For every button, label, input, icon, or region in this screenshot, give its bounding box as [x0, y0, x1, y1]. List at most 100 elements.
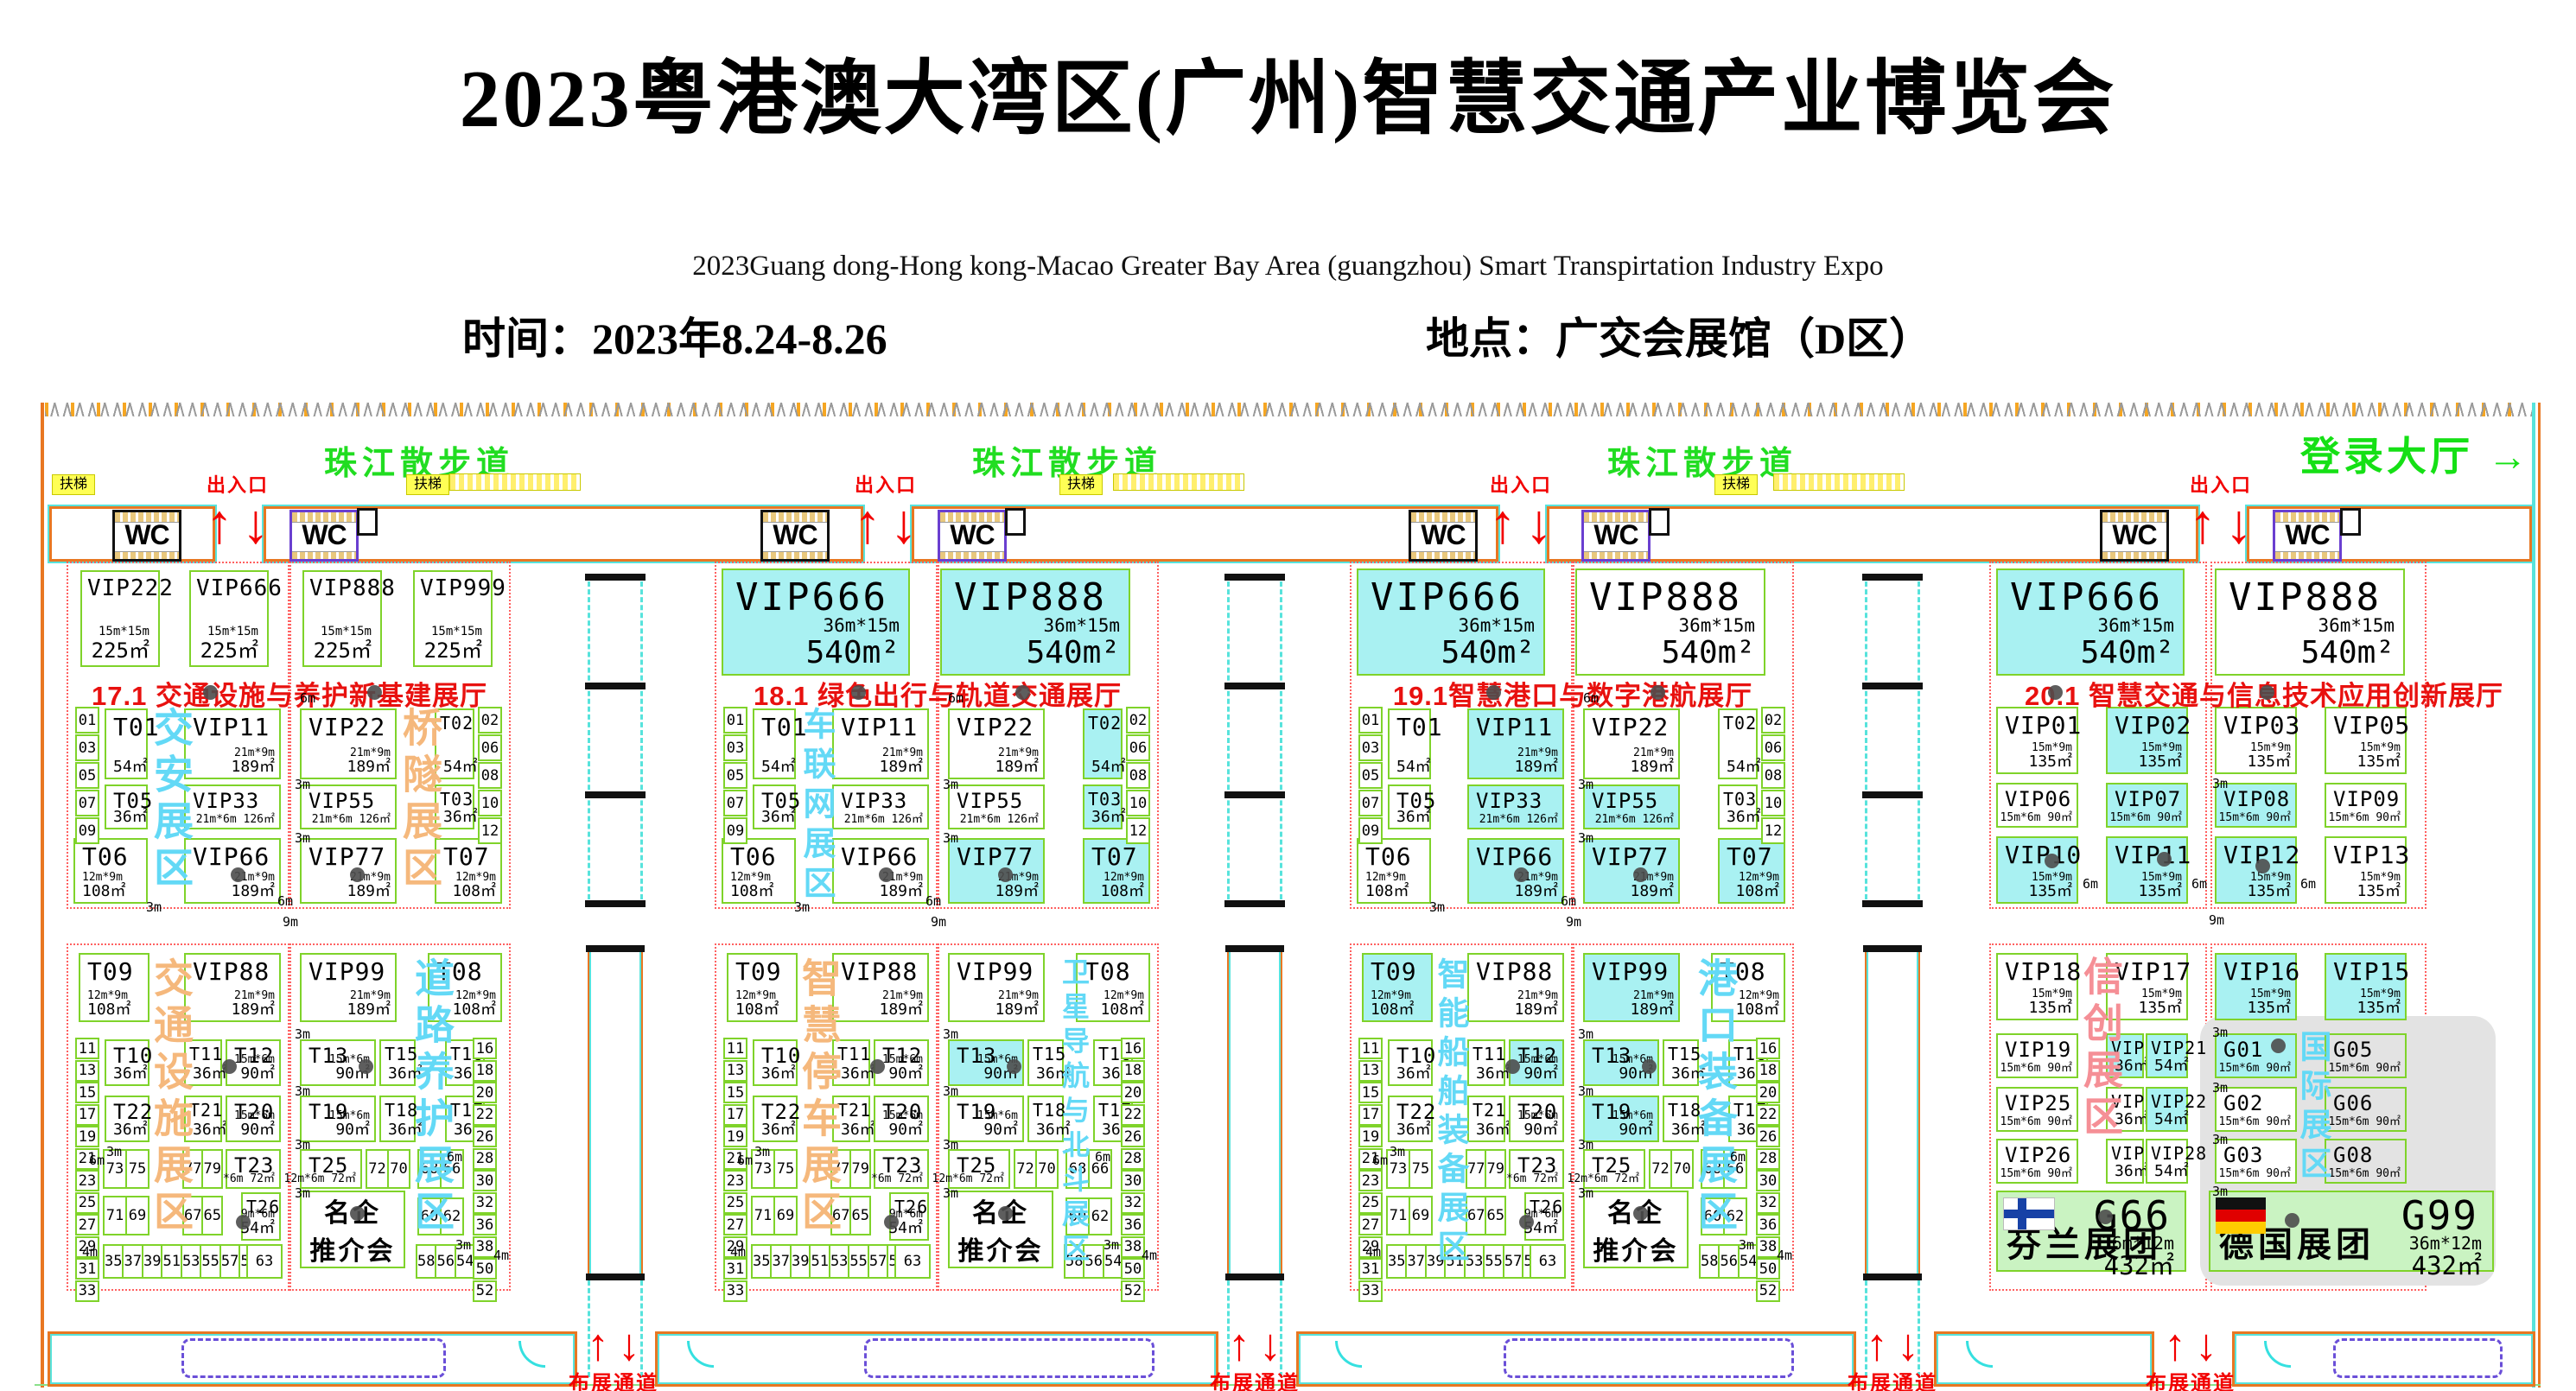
booth-meta: 15m*6m 90㎡: [2329, 812, 2401, 824]
booth-label: VIP33: [193, 789, 260, 813]
wc-label: WC: [2285, 519, 2330, 550]
booth-12: 12: [1126, 817, 1150, 844]
down-arrow-icon: ↓: [890, 492, 918, 555]
booth-label: VIP77: [957, 842, 1034, 871]
booth-62: 62: [440, 1197, 464, 1235]
booth-group-c63: 63: [246, 1244, 283, 1279]
booth-10: 10: [478, 790, 502, 816]
booth-dims-area: 15m*6m 90㎡: [2218, 811, 2291, 825]
booth-dims-area: 21m*6m 126㎡: [1479, 813, 1558, 827]
booth-meta: 21m*6m 126㎡: [960, 814, 1039, 826]
booth-meta: 15m*6m 90㎡: [2329, 1116, 2401, 1128]
booth-meta: 15m*6m 90㎡: [2000, 1168, 2072, 1180]
booth-label: T25: [957, 1153, 997, 1178]
booth-area: 189㎡: [879, 758, 923, 777]
wc-label: WC: [302, 519, 347, 550]
pillar: [1486, 685, 1501, 700]
down-arrow-icon: ↓: [1897, 1320, 1919, 1370]
booth-meta: 36㎡: [1396, 809, 1431, 826]
booth-dims: 15m*6m: [1517, 1053, 1558, 1067]
staging-area-2: [864, 1338, 1154, 1378]
entrance-arrows: ↑↓: [2173, 496, 2268, 551]
booth-area: 54㎡: [1396, 758, 1431, 777]
booth-meta: 36㎡: [193, 1065, 227, 1083]
left-wall: [41, 403, 44, 1388]
booth-30: 30: [1756, 1170, 1780, 1191]
dimension-label: 4m: [1777, 1248, 1793, 1263]
dimension-label: 3m: [455, 1237, 472, 1253]
stair-connector: [1862, 791, 1923, 798]
booth-label: VIP666: [735, 575, 888, 619]
up-arrow-icon: ↑: [1489, 492, 1517, 555]
booth-dims-area: 21m*6m 126㎡: [195, 813, 275, 827]
booth-meta: 36㎡: [2115, 1058, 2149, 1075]
booth-label: T11: [1472, 1044, 1507, 1064]
booth-60: 60: [1065, 1197, 1090, 1235]
booth-dims: 21m*9m: [234, 746, 275, 760]
booth-label: T08: [1084, 957, 1131, 986]
booth-dims-area: 15m*6m 90㎡: [2218, 1167, 2291, 1181]
booth-dims: 15m*6m: [977, 1109, 1018, 1123]
booth-area: 108㎡: [1365, 882, 1409, 901]
zone-label-bl: 交通设施展区: [149, 957, 194, 1237]
booth-area: 54㎡: [2154, 1110, 2189, 1129]
up-arrow-icon: ↑: [587, 1320, 609, 1370]
dimension-label: 3m: [2212, 1080, 2229, 1096]
booth-60: 60: [1701, 1197, 1725, 1235]
pillar: [231, 867, 245, 882]
booth-dims: 21m*9m: [1633, 989, 1674, 1003]
booth-75: 75: [125, 1149, 149, 1189]
dimension-label: 3m: [2212, 1025, 2229, 1040]
dimension-label: 3m: [1104, 1237, 1120, 1253]
booth-meta: 54㎡: [1396, 759, 1431, 776]
booth-38: 38: [473, 1235, 497, 1258]
booth-area: 54㎡: [443, 758, 478, 777]
stair-shaft-1: [586, 945, 645, 1280]
booth-meta: 36㎡: [1727, 809, 1761, 826]
dimension-label: 6m: [1583, 690, 1600, 706]
booth-53: 53: [1463, 1244, 1485, 1279]
booth-label: VIP99: [308, 957, 386, 986]
booth-dims: 15m*15m: [207, 625, 258, 639]
dimension-label: 6m: [1372, 1153, 1389, 1168]
booth-dims: 15m*15m: [320, 625, 372, 639]
booth-dims-area: 15m*6m 90㎡: [2328, 811, 2401, 825]
staging-area-4: [2333, 1338, 2503, 1378]
dimension-label: 4m: [1142, 1248, 1158, 1263]
booth-72: 72: [366, 1149, 389, 1189]
booth-label: T06: [82, 842, 129, 871]
booth-area: 135㎡: [2247, 999, 2291, 1018]
booth-62: 62: [1723, 1197, 1747, 1235]
booth-label: VIP11: [2115, 841, 2192, 869]
booth-label: T18: [1033, 1100, 1067, 1121]
booth-meta: 36㎡: [1476, 1065, 1511, 1083]
booth-label: T11: [189, 1044, 224, 1064]
booth-23: 23: [723, 1170, 747, 1191]
